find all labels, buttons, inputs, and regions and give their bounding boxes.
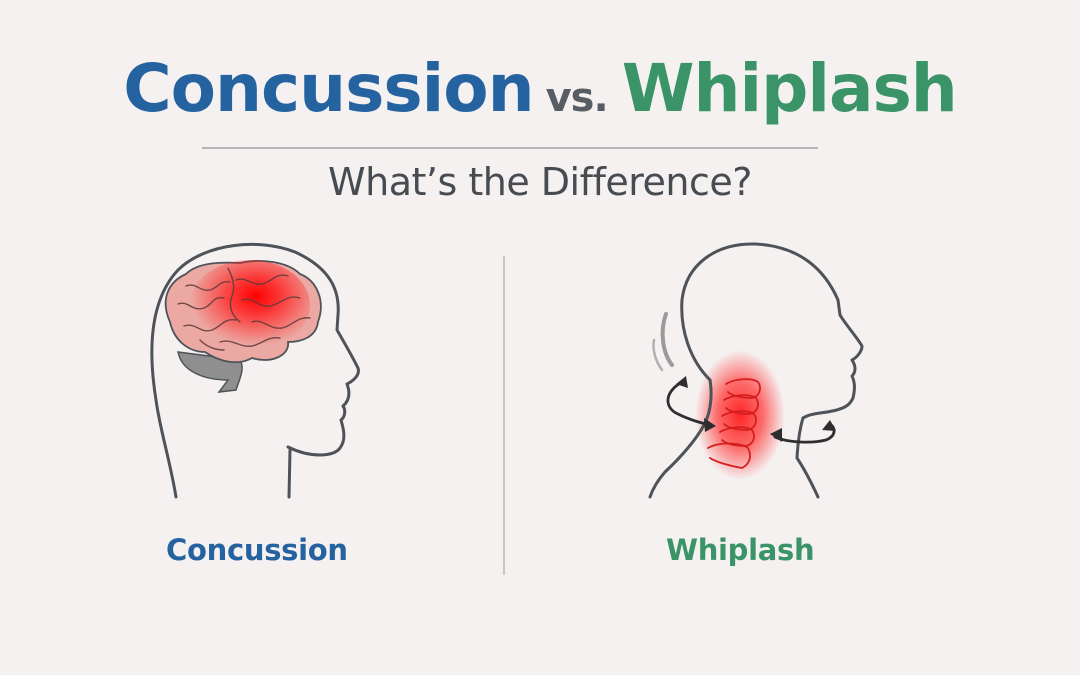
head-profile-with-brain-injury-icon <box>150 242 360 499</box>
panel-divider <box>503 256 505 575</box>
title-whiplash: Whiplash <box>621 50 958 127</box>
title-vs: vs. <box>545 75 609 121</box>
subtitle: What’s the Difference? <box>328 160 752 204</box>
whiplash-label: Whiplash <box>666 533 815 567</box>
title-concussion: Concussion <box>123 50 534 127</box>
concussion-label: Concussion <box>166 533 348 567</box>
head-neck-profile-with-whiplash-icon <box>648 242 864 499</box>
title-underline-divider <box>202 147 818 149</box>
